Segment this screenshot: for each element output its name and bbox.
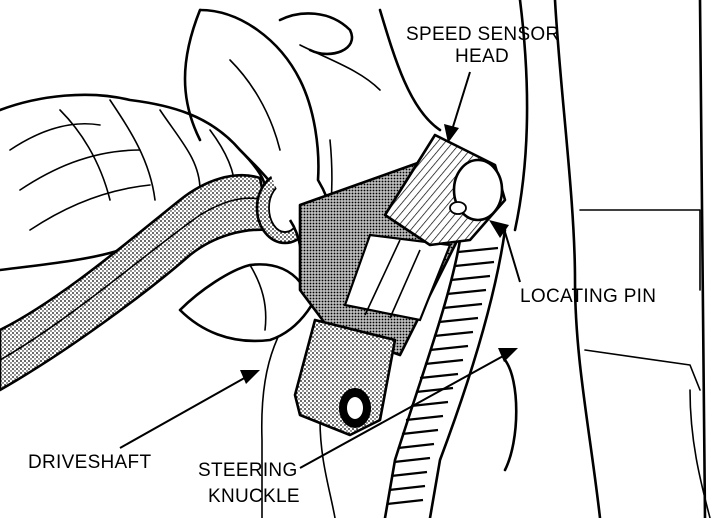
leader-steering-knuckle [299,348,518,469]
label-driveshaft: DRIVESHAFT [28,452,151,473]
tone-wheel [383,228,518,518]
label-locating-pin: LOCATING PIN [520,286,656,307]
label-steering-knuckle-line2: KNUCKLE [208,486,300,507]
label-speed-sensor-head-line2: HEAD [455,46,509,67]
label-speed-sensor-head-line1: SPEED SENSOR [406,24,560,45]
leader-speed-sensor-head [444,71,471,143]
leader-locating-pin [489,220,521,283]
sensor-head [383,133,507,247]
label-steering-knuckle-line1: STEERING [198,460,298,481]
hand [178,8,336,343]
leader-driveshaft [119,370,260,449]
